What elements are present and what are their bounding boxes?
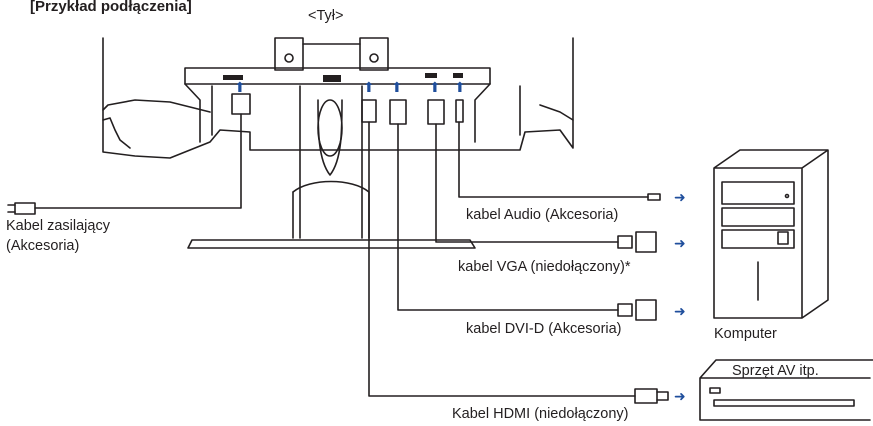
stand-base [187, 239, 476, 249]
power-cable-label: Kabel zasilający [6, 218, 110, 234]
arrow-up-icon: ⬆ [234, 79, 246, 95]
computer-tower [713, 149, 829, 319]
arrow-up-icon: ⬆ [391, 79, 403, 95]
arrow-right-icon: ➜ [674, 303, 686, 319]
arrow-right-icon: ➜ [674, 388, 686, 404]
hdmi-cable-label: Kabel HDMI (niedołączony) [452, 406, 629, 422]
av-device-label: Sprzęt AV itp. [732, 363, 819, 379]
rear-view-label: <Tył> [308, 8, 344, 24]
vga-cable-label: kabel VGA (niedołączony)* [458, 259, 631, 275]
computer-label: Komputer [714, 326, 777, 342]
connector-panel [184, 67, 491, 85]
arrow-up-icon: ⬆ [454, 79, 466, 95]
arrow-right-icon: ➜ [674, 189, 686, 205]
av-device [699, 359, 873, 421]
arrow-up-icon: ⬆ [429, 79, 441, 95]
diagram-title: [Przykład podłączenia] [30, 0, 192, 15]
stand-neck [274, 37, 304, 71]
stand-pillar [299, 85, 363, 239]
monitor-body [102, 37, 574, 159]
power-cable-note: (Akcesoria) [6, 238, 80, 254]
dvi-cable-label: kabel DVI-D (Akcesoria) [466, 321, 622, 337]
audio-cable-label: kabel Audio (Akcesoria) [466, 207, 619, 223]
arrow-right-icon: ➜ [674, 235, 686, 251]
arrow-up-icon: ⬆ [363, 79, 375, 95]
